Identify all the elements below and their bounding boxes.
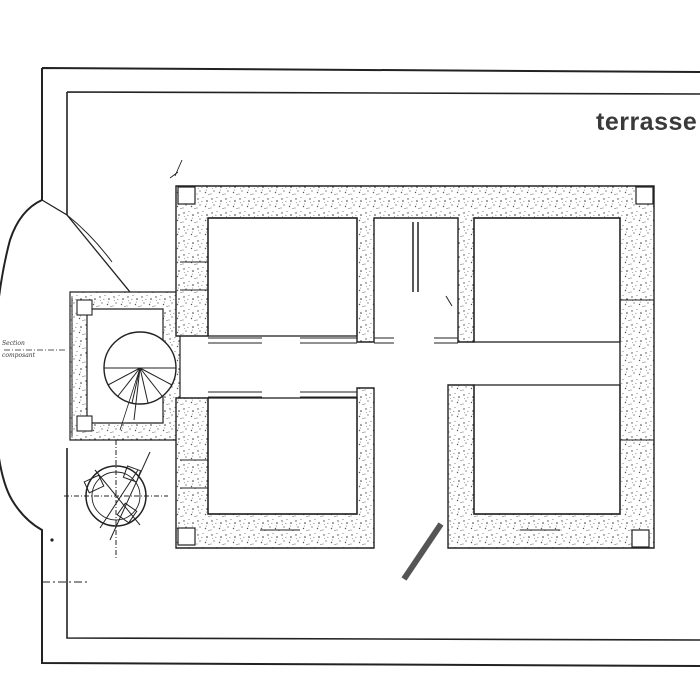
diagonal-door [401,522,444,581]
round-room [64,440,168,560]
room-outlines [207,217,621,515]
site-boundary-inner [66,91,700,641]
corridor-partition [412,222,419,292]
composant-label: composant [2,352,36,359]
site-boundary-outer [0,67,700,667]
main-building-walls [175,185,655,549]
section-label: Section [2,340,25,347]
spiral-staircase [103,331,177,431]
diagonal-wall [41,199,131,293]
terrasse-label: terrasse [596,108,698,136]
